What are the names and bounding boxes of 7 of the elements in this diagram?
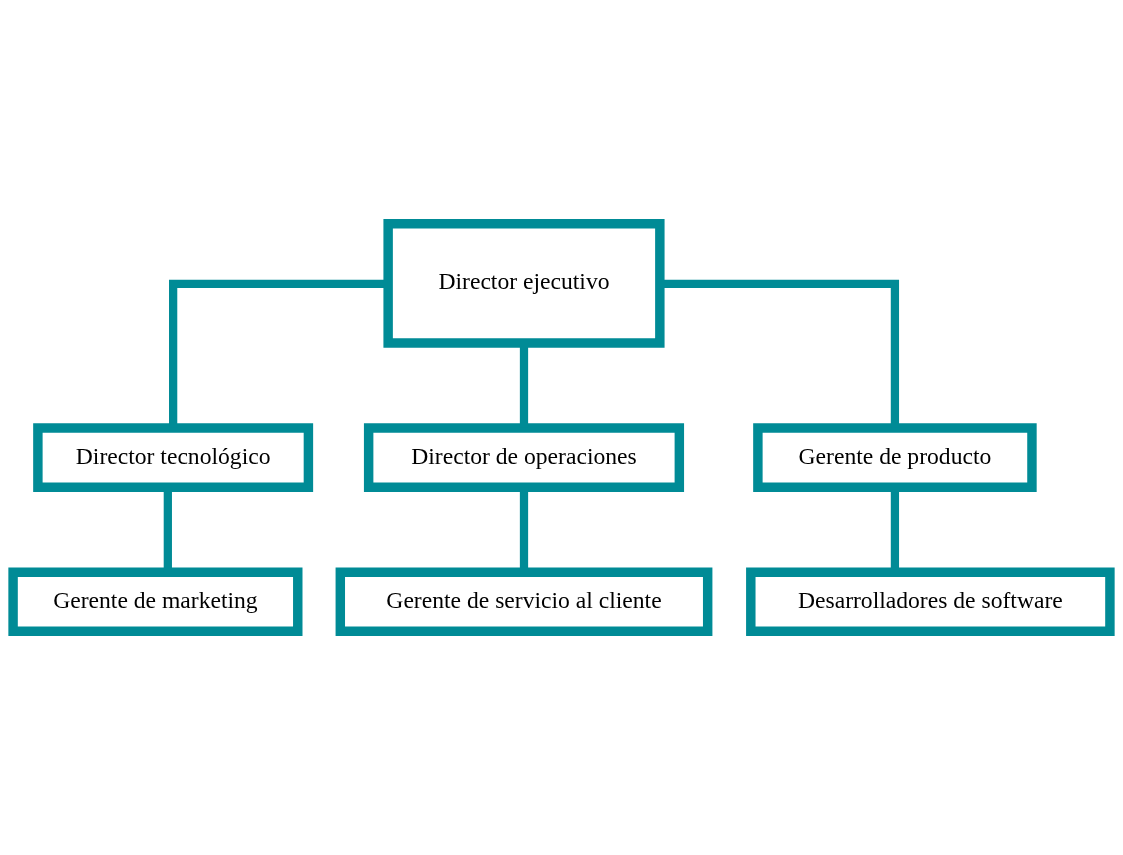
node-box: Gerente de marketing [8,567,303,636]
node-box: Gerente de servicio al cliente [335,567,713,636]
node-box: Desarrolladores de software [746,567,1115,636]
node-box: Gerente de producto [753,423,1037,492]
node-box: Director ejecutivo [383,219,665,348]
node-box: Director tecnológico [33,423,314,492]
node-box: Director de operaciones [363,423,685,492]
